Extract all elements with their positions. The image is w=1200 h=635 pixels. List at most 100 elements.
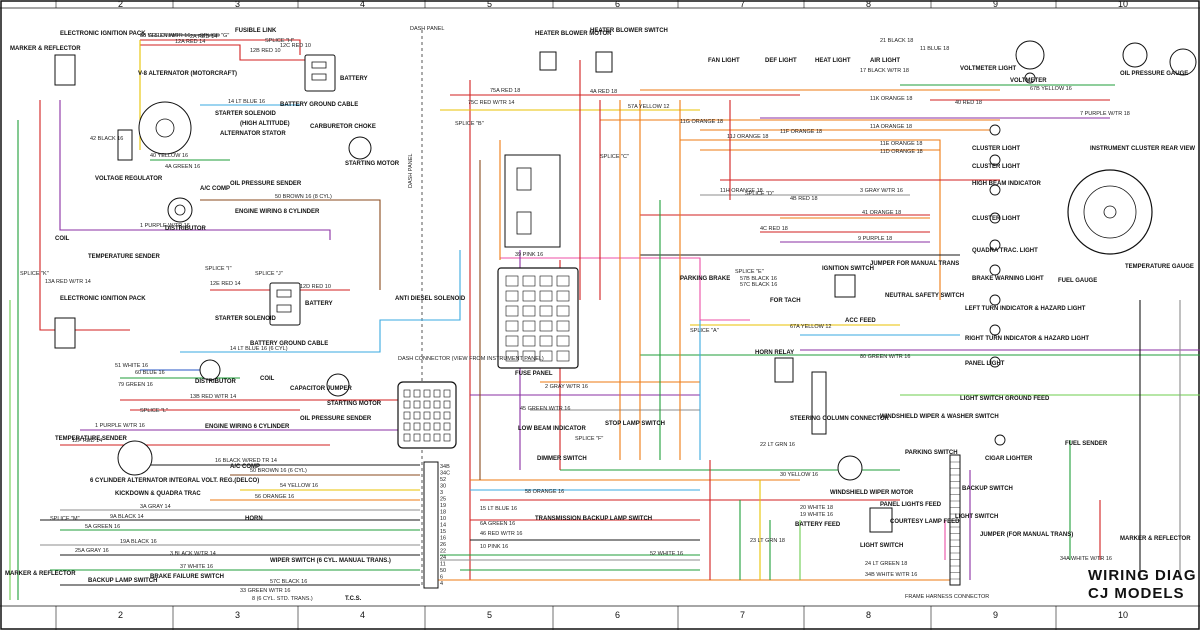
battery-ground-cable-2-label: BATTERY GROUND CABLE xyxy=(250,341,328,347)
light-switch-ground-label: LIGHT SWITCH GROUND FEED xyxy=(960,396,1050,402)
battery-1-label: BATTERY xyxy=(340,76,368,82)
grid-number-bottom: 5 xyxy=(487,610,492,620)
wire-label: 24 LT GREEN 18 xyxy=(865,561,907,567)
engine-wiring-6cyl-label: ENGINE WIRING 6 CYLINDER xyxy=(205,424,290,430)
wire-label: 40 YELLOW 16 xyxy=(150,153,188,159)
brake-warning-light-label: BRAKE WARNING LIGHT xyxy=(972,276,1044,282)
wire-label: 12D RED 10 xyxy=(300,284,331,290)
heat-light-label: HEAT LIGHT xyxy=(815,58,851,64)
instrument-cluster-label: INSTRUMENT CLUSTER REAR VIEW xyxy=(1090,146,1195,152)
dash-connector-pin xyxy=(423,422,431,431)
wire-label: 60 BLUE 16 xyxy=(135,370,165,376)
battery-2-symbol xyxy=(269,282,301,326)
ac-comp-2-label: A/C COMP xyxy=(230,464,260,470)
wire-label: 57C BLACK 16 xyxy=(270,579,307,585)
bulb-symbol xyxy=(989,154,1001,166)
dash-connector-pin xyxy=(423,411,431,420)
jumper-manual-trans-label: JUMPER FOR MANUAL TRANS xyxy=(870,261,959,267)
bulkhead-pin-label: 15 xyxy=(440,529,446,535)
wire-label: 79 GREEN 16 xyxy=(118,382,153,388)
wire-orange xyxy=(680,139,941,300)
wire-label: 40 YELLOW 16 xyxy=(140,33,178,39)
grid-number-top: 5 xyxy=(487,0,492,9)
brake-failure-switch-label: BRAKE FAILURE SWITCH xyxy=(150,574,224,580)
dash-connector-pin xyxy=(413,411,421,420)
wire-red xyxy=(39,100,130,331)
wire-label: 22 LT GRN 16 xyxy=(760,442,795,448)
bulb-symbol xyxy=(994,434,1006,446)
oil-gauge-2-symbol xyxy=(1169,48,1197,76)
bulb-symbol xyxy=(989,356,1001,368)
bulb-symbol xyxy=(989,294,1001,306)
cluster-light-2-label: CLUSTER LIGHT xyxy=(972,164,1020,170)
bulkhead-pin-label: 11 xyxy=(440,562,446,568)
dash-connector-pin xyxy=(433,433,441,442)
wire-label: 56 ORANGE 16 xyxy=(255,494,294,500)
v8-alternator-label: V-8 ALTERNATOR (MOTORCRAFT) xyxy=(138,71,237,77)
dash-connector-pin xyxy=(423,400,431,409)
grid-number-top: 7 xyxy=(740,0,745,9)
wire-label: 11J ORANGE 18 xyxy=(727,134,768,140)
heater-blower-switch-label: HEATER BLOWER SWITCH xyxy=(590,28,668,34)
dash-panel-label-mid: DASH PANEL xyxy=(408,154,414,188)
instrument-cluster-hub xyxy=(1103,205,1117,219)
wire-brown xyxy=(200,199,381,290)
oil-pressure-gauge-symbol xyxy=(1122,42,1148,68)
grid-number-top: 2 xyxy=(118,0,123,9)
distributor-2-symbol xyxy=(199,359,221,381)
wire-label: 58 ORANGE 16 xyxy=(525,489,564,495)
bulkhead-pin-label: 16 xyxy=(440,536,446,542)
starting-motor-2-label: STARTING MOTOR xyxy=(327,401,382,407)
dash-connector-pin xyxy=(443,389,451,398)
acc-feed-label: ACC FEED xyxy=(845,318,876,324)
wire-label: 11E ORANGE 18 xyxy=(880,141,922,147)
splice-label: SPLICE "C" xyxy=(600,154,629,160)
dash-connector-pin xyxy=(413,422,421,431)
wire-label: 20 WHITE 18 xyxy=(800,505,833,511)
wire-lt_blue xyxy=(180,250,461,353)
fuse-panel-cells xyxy=(505,275,570,362)
wire-label: 2A RED 14 xyxy=(190,34,217,40)
wire-label: 3 GRAY W/TR 16 xyxy=(860,188,903,194)
transmission-backup-label: TRANSMISSION BACKUP LAMP SWITCH xyxy=(535,516,652,522)
marker-reflector-2-label: MARKER & REFLECTOR xyxy=(5,571,76,577)
dash-connector-pin xyxy=(443,400,451,409)
for-tach-label: FOR TACH xyxy=(770,298,801,304)
component-labels: ELECTRONIC IGNITION PACK MARKER & REFLECT… xyxy=(5,28,1195,602)
light-switch-2-label: LIGHT SWITCH xyxy=(955,514,998,520)
indicator-bulbs xyxy=(989,72,1036,446)
wire-label: 11A ORANGE 18 xyxy=(870,124,912,130)
dash-panel-label-top: DASH PANEL xyxy=(410,26,444,32)
horn-relay-symbol xyxy=(774,357,794,383)
wire-label: 37 WHITE 16 xyxy=(180,564,213,570)
wire-label: 9 PURPLE 18 xyxy=(858,236,892,242)
fuse-cell xyxy=(505,335,519,347)
starter-solenoid-2-label: STARTER SOLENOID xyxy=(215,316,277,322)
electronic-ignition-pack-1-label: ELECTRONIC IGNITION PACK xyxy=(60,31,146,37)
def-light-label: DEF LIGHT xyxy=(765,58,797,64)
grid-number-bottom: 3 xyxy=(235,610,240,620)
high-beam-indicator-label: HIGH BEAM INDICATOR xyxy=(972,181,1041,187)
grid-number-bottom: 9 xyxy=(993,610,998,620)
wiper-switch-label: WIPER SWITCH (6 CYL. MANUAL TRANS.) xyxy=(270,558,391,564)
ignition-pack-2-symbol xyxy=(54,317,76,349)
battery-1-cells xyxy=(311,61,327,81)
diagram-title-line1: WIRING DIAG xyxy=(1088,567,1197,584)
heater-blower-motor-label: HEATER BLOWER MOTOR xyxy=(535,31,612,37)
ignition-switch-symbol xyxy=(834,274,856,298)
wire-red xyxy=(140,39,301,55)
wire-label: 46 RED W/TR 16 xyxy=(480,531,522,537)
dimmer-switch-label: DIMMER SWITCH xyxy=(537,456,587,462)
dash-connector-pin xyxy=(413,400,421,409)
splice-label: SPLICE "J" xyxy=(255,271,283,277)
wire-label: 57C BLACK 16 xyxy=(740,282,777,288)
wire-label: 34B WHITE W/TR 16 xyxy=(865,572,917,578)
temperature-sender-1-label: TEMPERATURE SENDER xyxy=(88,254,161,260)
right-turn-indicator-label: RIGHT TURN INDICATOR & HAZARD LIGHT xyxy=(965,336,1089,342)
v8-alternator-symbol xyxy=(138,101,192,155)
bulb-symbol xyxy=(989,184,1001,196)
wire-label: 21 BLACK 18 xyxy=(880,38,913,44)
voltmeter-light-label: VOLTMETER LIGHT xyxy=(960,66,1017,72)
